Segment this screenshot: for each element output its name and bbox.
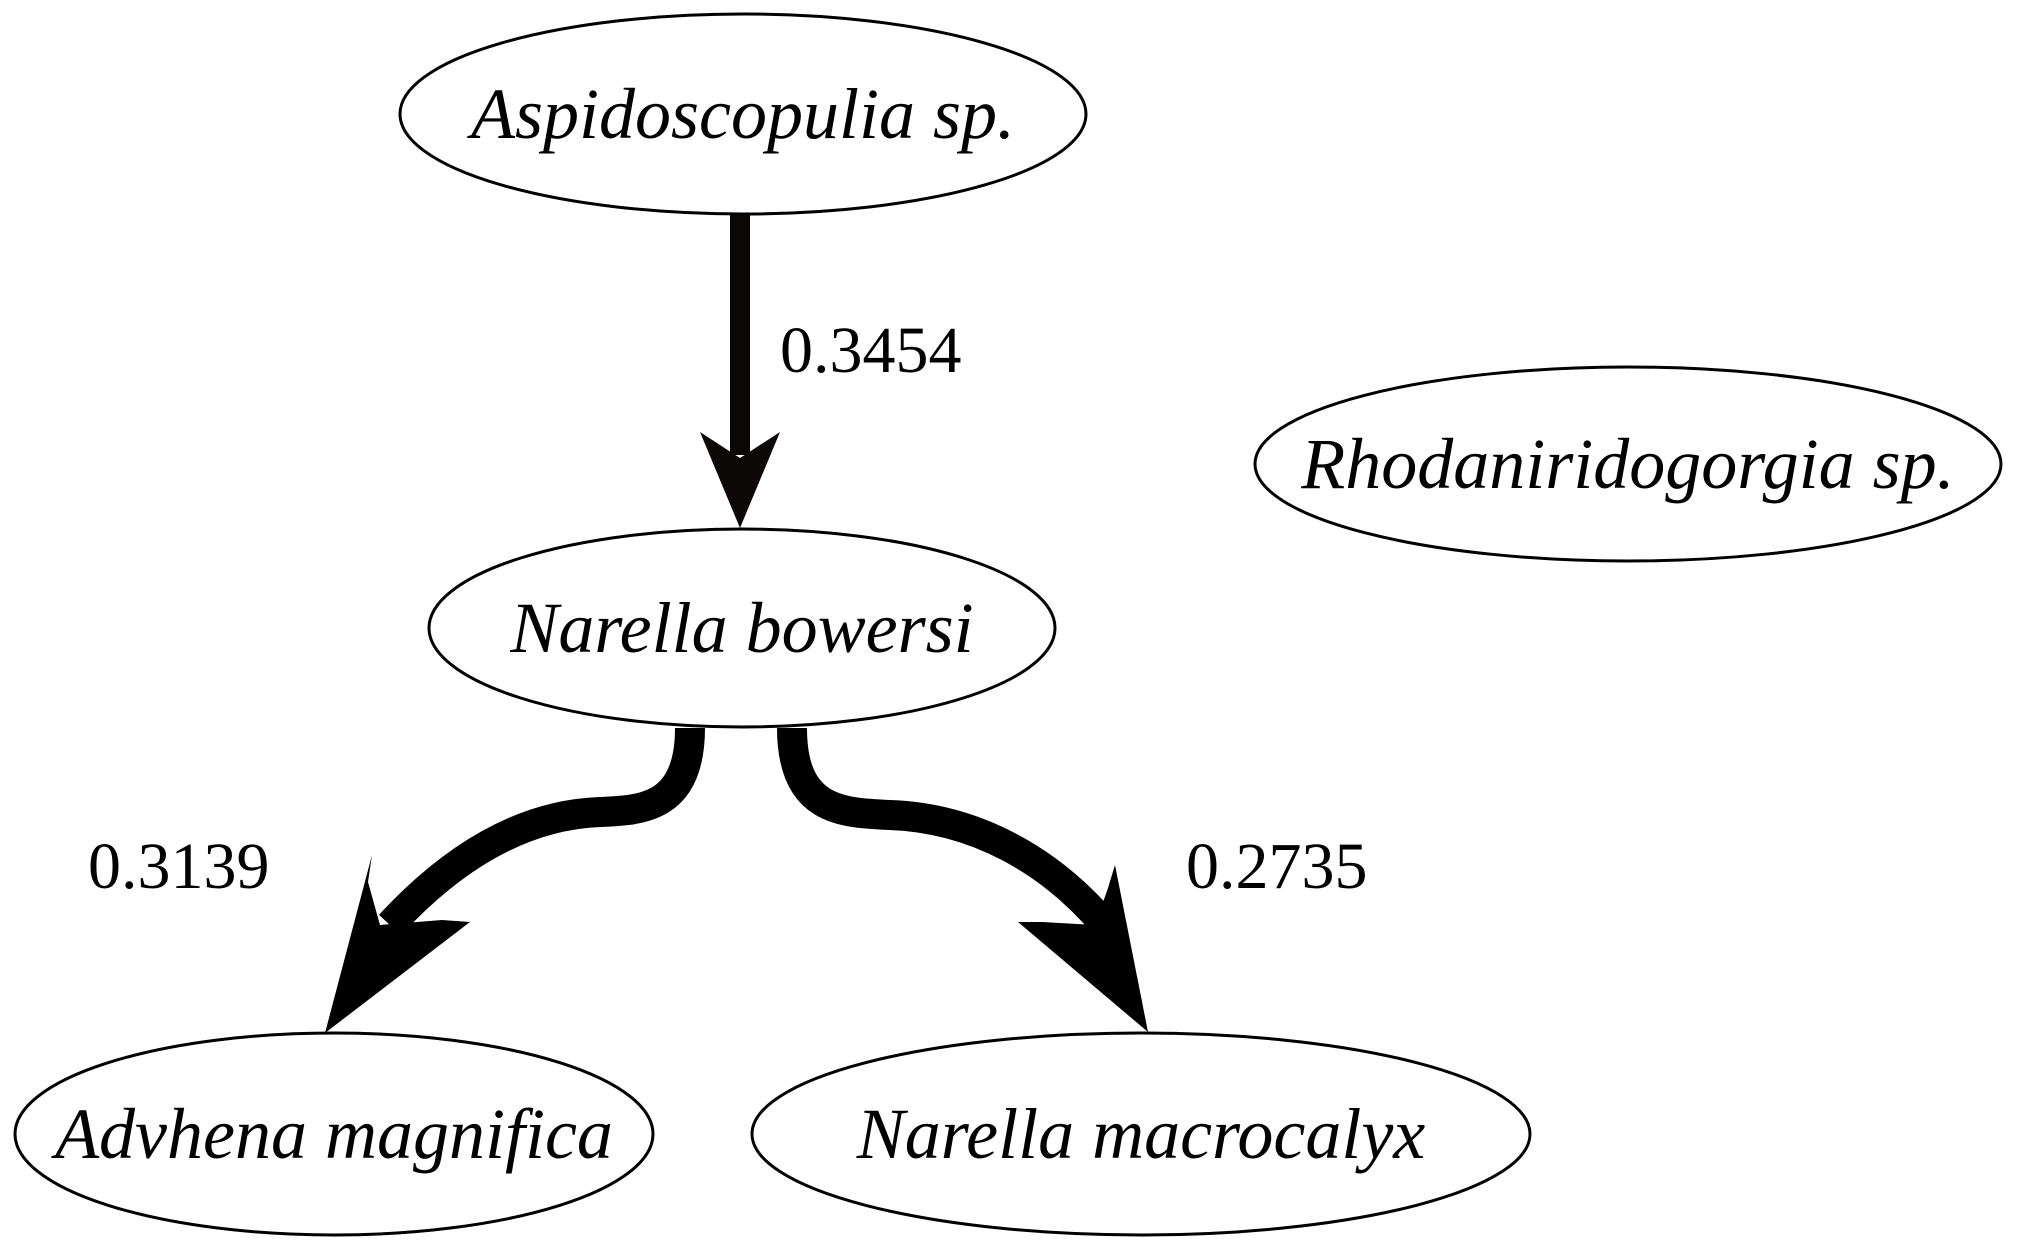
nodes: Aspidoscopulia sp. Narella bowersi Rhoda… (13, 12, 2003, 1237)
edge-weight-label: 0.3139 (88, 830, 270, 903)
node-advhena-magnifica: Advhena magnifica (13, 1031, 655, 1237)
node-ellipse (750, 1031, 1532, 1237)
node-narella-macrocalyx: Narella macrocalyx (750, 1031, 1532, 1237)
node-label: Advhena magnifica (51, 1094, 613, 1174)
node-ellipse (427, 527, 1057, 729)
node-label: Narella macrocalyx (856, 1094, 1426, 1174)
node-label: Narella bowersi (509, 588, 973, 668)
node-ellipse (13, 1031, 655, 1237)
edge-arrowhead (700, 432, 780, 528)
edges (325, 214, 1148, 1033)
node-ellipse (398, 12, 1088, 216)
node-label: Rhodaniridogorgia sp. (1300, 424, 1954, 504)
edge-labels: 0.3454 0.3139 0.2735 (88, 314, 1368, 903)
edge-narella-bowersi-to-advhena (325, 727, 705, 1033)
node-narella-bowersi: Narella bowersi (427, 527, 1057, 729)
node-aspidoscopulia: Aspidoscopulia sp. (398, 12, 1088, 216)
edge-aspidoscopulia-to-narella-bowersi (700, 214, 780, 528)
edge-arrowhead (325, 855, 470, 1033)
node-label: Aspidoscopulia sp. (467, 74, 1015, 154)
edge-weight-label: 0.2735 (1186, 830, 1368, 903)
node-rhodaniridogorgia: Rhodaniridogorgia sp. (1253, 365, 2003, 563)
edge-arrowhead (1018, 865, 1148, 1032)
edge-line (378, 727, 705, 936)
edge-narella-bowersi-to-narella-macrocalyx (777, 727, 1148, 1032)
edge-weight-label: 0.3454 (780, 314, 962, 387)
edge-line (777, 727, 1117, 935)
node-ellipse (1253, 365, 2003, 563)
